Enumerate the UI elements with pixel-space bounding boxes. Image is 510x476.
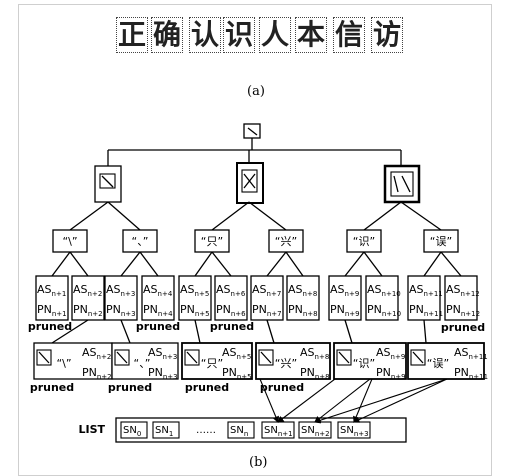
- edge: [345, 320, 352, 343]
- list-arrow: [354, 379, 372, 422]
- expanded-label: “误”: [427, 357, 449, 370]
- edge: [140, 252, 158, 276]
- pruned-label: pruned: [30, 381, 74, 394]
- edge: [121, 252, 140, 276]
- edge: [70, 202, 108, 230]
- edge: [345, 252, 364, 276]
- pruned-label: pruned: [210, 320, 254, 333]
- edge: [401, 202, 441, 230]
- edge: [212, 202, 249, 230]
- pruned-label: pruned: [260, 381, 304, 394]
- edge: [364, 202, 401, 230]
- list-ellipsis: ……: [196, 425, 216, 436]
- expanded-label: “识”: [353, 357, 375, 370]
- candidate-label: “识”: [353, 235, 375, 248]
- candidate-label: “、”: [132, 235, 149, 248]
- candidate-label: “误”: [430, 235, 452, 248]
- candidate-label: “只”: [201, 235, 223, 248]
- candidate-label: “\”: [62, 235, 77, 248]
- edge: [424, 320, 426, 343]
- edge: [267, 252, 286, 276]
- expanded-label: “只”: [201, 357, 223, 370]
- edge: [195, 252, 212, 276]
- list-arrow: [354, 379, 447, 422]
- edge: [424, 252, 441, 276]
- expanded-label: “\”: [56, 357, 71, 370]
- edge: [121, 320, 130, 343]
- edge: [70, 252, 88, 276]
- edge: [364, 252, 382, 276]
- pruned-label: pruned: [108, 381, 152, 394]
- pruned-label: pruned: [441, 321, 485, 334]
- edge: [267, 320, 274, 343]
- edge: [441, 252, 461, 276]
- glyph-box: [391, 172, 413, 196]
- edge: [195, 320, 200, 343]
- edge: [249, 202, 286, 230]
- list-label: LIST: [78, 423, 105, 436]
- edge: [108, 202, 140, 230]
- pruned-label: pruned: [28, 320, 72, 333]
- pruned-label: pruned: [136, 320, 180, 333]
- pruned-label: pruned: [185, 381, 229, 394]
- candidate-label: “兴”: [275, 235, 297, 248]
- edge: [212, 252, 231, 276]
- expanded-label: “兴”: [275, 357, 297, 370]
- list-arrow: [315, 379, 447, 422]
- edge: [286, 252, 303, 276]
- list-arrow: [315, 379, 370, 422]
- edge: [52, 252, 70, 276]
